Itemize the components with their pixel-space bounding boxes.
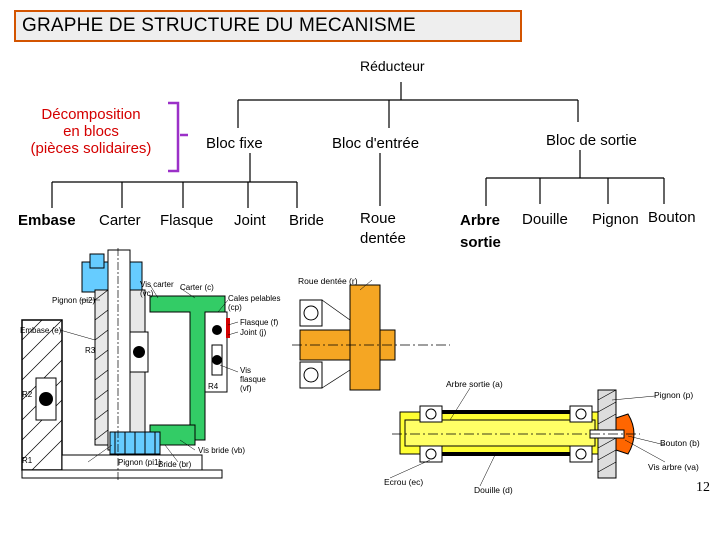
bloc-fixe-label: Bloc fixe <box>206 135 263 152</box>
part-bride: Bride <box>289 212 325 229</box>
label-bouton-b: Bouton (b) <box>660 438 700 448</box>
drawing-output-shaft <box>389 387 666 487</box>
decomposition-line-2: en blocs <box>63 123 119 140</box>
decomposition-line-3: (pièces solidaires) <box>30 140 152 157</box>
part-douille: Douille <box>522 211 568 228</box>
part-roue-dentee: Roue dentée <box>360 210 406 247</box>
drawing-assembly-section <box>21 248 239 480</box>
label-r3: R3 <box>85 346 96 355</box>
label-roue-dentee-r: Roue dentée (r) <box>298 276 358 286</box>
label-pignon-pi1: Pignon (pi1) <box>118 458 162 467</box>
part-pignon: Pignon <box>592 211 639 228</box>
label-flasque: Flasque (f) <box>240 318 279 327</box>
part-embase: Embase <box>18 212 76 229</box>
label-vis-flasque: Vis flasque (vf) <box>240 366 266 393</box>
label-r4: R4 <box>208 382 219 391</box>
part-joint: Joint <box>234 212 266 229</box>
tree-root-label: Réducteur <box>360 58 425 74</box>
label-cales-pelables: Cales pelables (cp) <box>228 294 281 312</box>
part-bouton: Bouton <box>648 209 696 226</box>
label-vis-arbre-va: Vis arbre (va) <box>648 462 699 472</box>
page-number: 12 <box>696 480 710 495</box>
decomposition-label: Décomposition en blocs (pièces solidaire… <box>14 106 168 157</box>
label-r1: R1 <box>22 456 33 465</box>
part-arbre-sortie: Arbre sortie <box>460 212 501 251</box>
label-douille-d: Douille (d) <box>474 485 513 495</box>
label-ecrou-ec: Ecrou (ec) <box>384 477 424 487</box>
part-flasque: Flasque <box>160 212 214 229</box>
drawing-roue-dentee <box>292 279 450 391</box>
label-r2: R2 <box>22 390 33 399</box>
label-pignon-pi2: Pignon (pi2) <box>52 296 96 305</box>
label-embase: Embase (e) <box>20 326 62 335</box>
page-title: GRAPHE DE STRUCTURE DU MECANISME <box>14 10 522 42</box>
part-carter: Carter <box>99 212 141 229</box>
label-bride: Bride (br) <box>158 460 192 469</box>
label-vis-bride: Vis bride (vb) <box>198 446 245 455</box>
bloc-sortie-label: Bloc de sortie <box>546 132 637 149</box>
bloc-entree-label: Bloc d'entrée <box>332 135 420 152</box>
label-arbre-sortie-a: Arbre sortie (a) <box>446 379 503 389</box>
label-pignon-p: Pignon (p) <box>654 390 694 400</box>
label-vis-carter: Vis carter (vc) <box>140 280 174 298</box>
decomposition-line-1: Décomposition <box>41 106 141 123</box>
label-carter: Carter (c) <box>180 283 214 292</box>
label-joint: Joint (j) <box>240 328 267 337</box>
